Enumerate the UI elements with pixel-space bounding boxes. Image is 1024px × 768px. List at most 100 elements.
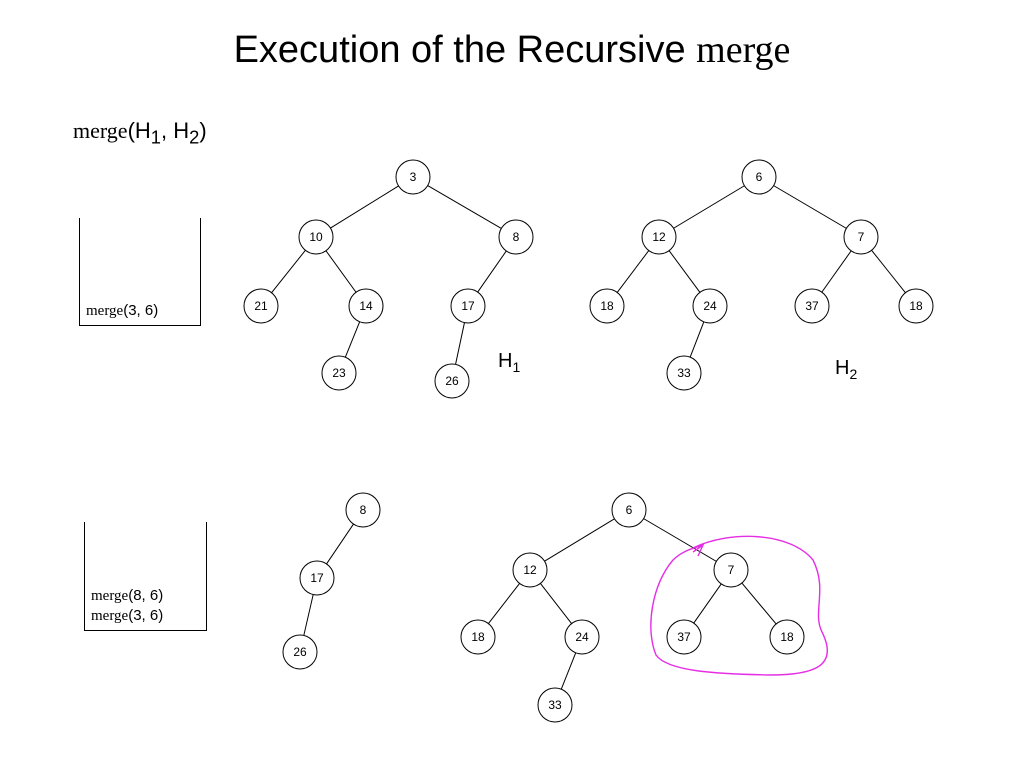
node-circle	[666, 355, 702, 391]
node-circle	[713, 552, 749, 588]
call-h1: H	[134, 118, 151, 143]
tree-node: 21	[243, 288, 279, 324]
slide-title: Execution of the Recursive merge	[0, 28, 1024, 72]
tree-edge	[741, 582, 777, 625]
node-value: 18	[471, 630, 485, 644]
tree-node: 24	[564, 619, 600, 655]
tree-edge	[427, 185, 502, 229]
tree-sub-h2: 6 12 18 24 33 7 37 18	[460, 492, 805, 723]
node-value: 24	[703, 299, 717, 313]
tree-edge	[540, 583, 572, 624]
frame-args: (3, 6)	[123, 302, 159, 319]
node-circle	[298, 219, 334, 255]
tree-edge	[330, 185, 399, 229]
node-value: 37	[677, 630, 691, 644]
call-stack-top: merge(3, 6)	[79, 218, 201, 326]
node-circle	[564, 619, 600, 655]
node-value: 33	[548, 698, 562, 712]
tree-edge	[821, 250, 852, 293]
tree-edge	[693, 583, 722, 624]
node-value: 24	[575, 630, 589, 644]
frame-args: (3, 6)	[128, 607, 164, 624]
node-circle	[611, 492, 647, 528]
tree-node: 12	[512, 552, 548, 588]
tree-edge	[668, 250, 701, 293]
tree-edge	[344, 321, 361, 358]
frame-fn: merge	[91, 608, 129, 624]
tree-node: 14	[348, 288, 384, 324]
node-value: 18	[909, 299, 923, 313]
heap-label-h2: H2	[835, 357, 857, 382]
call-close: )	[199, 118, 207, 143]
call-sep: ,	[161, 118, 174, 143]
node-value: 8	[360, 503, 367, 517]
tree-edge	[544, 518, 615, 562]
call-stack-bottom: merge(8, 6)merge(3, 6)	[84, 522, 207, 631]
tree-node: 8	[345, 492, 381, 528]
node-circle	[512, 552, 548, 588]
tree-edge	[488, 583, 520, 624]
node-circle	[299, 560, 335, 596]
stack-frames: merge(3, 6)	[86, 301, 196, 321]
tree-edge	[560, 652, 577, 690]
heap-label-h1: H1	[498, 350, 520, 375]
tree-node: 3	[395, 159, 431, 195]
node-circle	[843, 219, 879, 255]
tree-edge	[326, 523, 354, 565]
frame-fn: merge	[91, 588, 129, 604]
heap-sub: 1	[512, 359, 521, 375]
tree-node: 33	[666, 355, 702, 391]
tree-node: 18	[589, 288, 625, 324]
node-circle	[348, 288, 384, 324]
node-circle	[345, 492, 381, 528]
node-value: 10	[309, 230, 323, 244]
stack-frame: merge(8, 6)	[91, 586, 202, 606]
tree-node: 10	[298, 219, 334, 255]
node-value: 18	[780, 630, 794, 644]
node-circle	[741, 159, 777, 195]
stack-frames: merge(8, 6)merge(3, 6)	[91, 586, 202, 626]
node-circle	[434, 363, 470, 399]
tree-node: 18	[460, 619, 496, 655]
tree-node: 6	[611, 492, 647, 528]
tree-edge	[325, 250, 357, 293]
stack-frame: merge(3, 6)	[86, 301, 196, 321]
tree-node: 18	[898, 288, 934, 324]
node-circle	[641, 219, 677, 255]
tree-node: 17	[299, 560, 335, 596]
tree-edge	[616, 250, 650, 293]
heap-sub: 2	[849, 366, 858, 382]
tree-edge	[643, 518, 717, 562]
title-text: Execution of the Recursive	[233, 29, 686, 71]
title-code: merge	[696, 29, 791, 71]
node-value: 14	[359, 299, 373, 313]
call-h2: H	[173, 118, 190, 143]
tree-edge	[773, 185, 847, 229]
node-circle	[769, 619, 805, 655]
node-value: 18	[600, 299, 614, 313]
highlight-arrowhead	[692, 542, 705, 557]
node-value: 17	[310, 571, 324, 585]
node-value: 3	[410, 170, 417, 184]
node-circle	[666, 619, 702, 655]
node-circle	[692, 288, 728, 324]
tree-edge	[871, 249, 906, 294]
tree-node: 33	[537, 687, 573, 723]
tree-edge	[455, 322, 465, 365]
tree-node: 7	[713, 552, 749, 588]
node-value: 21	[254, 299, 268, 313]
node-circle	[460, 619, 496, 655]
tree-node: 7	[843, 219, 879, 255]
node-circle	[537, 687, 573, 723]
tree-node: 37	[666, 619, 702, 655]
node-circle	[282, 634, 318, 670]
node-value: 33	[677, 366, 691, 380]
call-open: (	[127, 118, 135, 143]
node-circle	[898, 288, 934, 324]
frame-fn: merge	[86, 303, 124, 319]
node-circle	[794, 288, 830, 324]
call-fn: merge	[73, 118, 128, 143]
